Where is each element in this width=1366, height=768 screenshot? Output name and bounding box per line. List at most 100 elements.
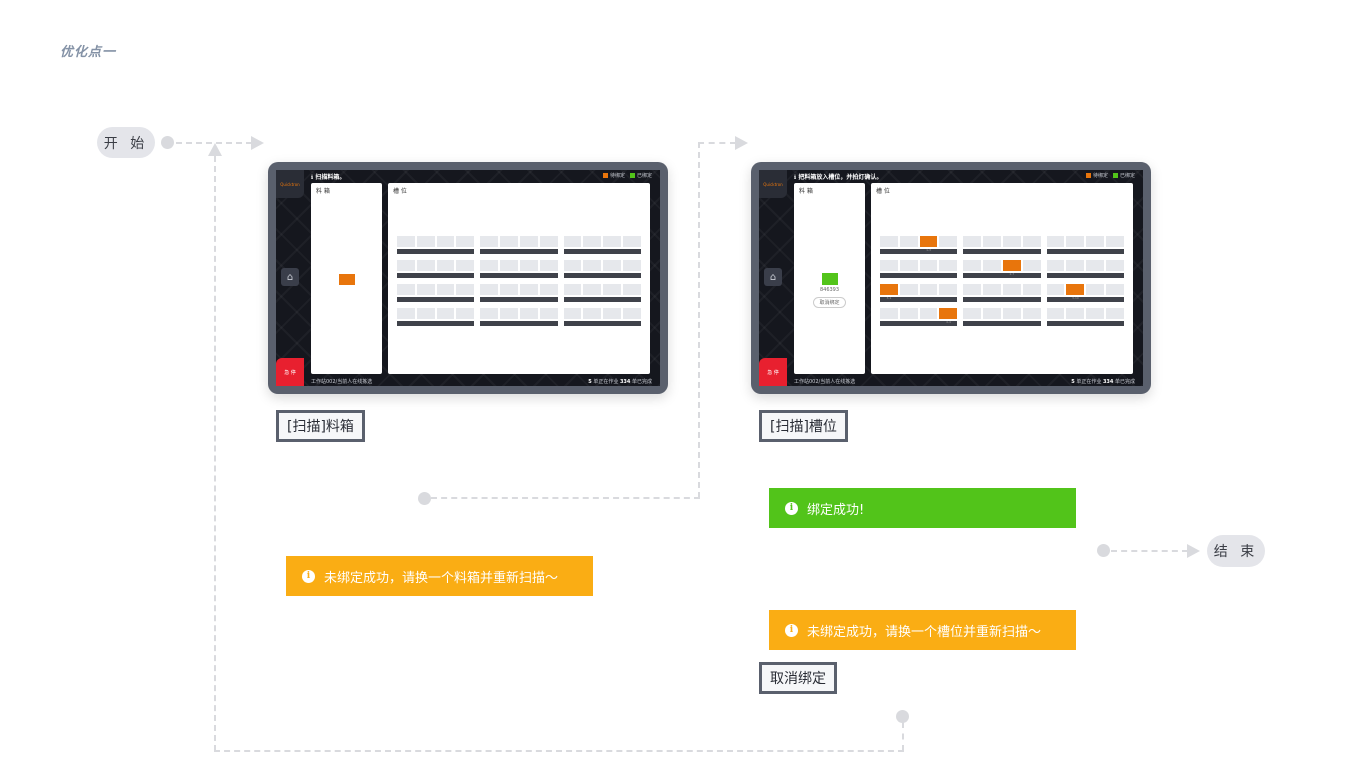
slot-cell[interactable] <box>1046 260 1065 271</box>
slot-cell[interactable] <box>563 236 582 247</box>
slot-cell[interactable] <box>623 260 641 271</box>
slot-cell[interactable] <box>456 308 475 319</box>
slot-cell[interactable] <box>623 236 641 247</box>
slot-cell[interactable] <box>983 260 1001 271</box>
slot-cell[interactable] <box>983 236 1001 247</box>
slot-cell[interactable] <box>899 260 918 271</box>
slot-cell[interactable]: 3-10 <box>1066 284 1085 300</box>
slot-cell[interactable] <box>397 308 415 319</box>
slot-cell[interactable] <box>563 308 582 319</box>
slot-cell[interactable] <box>480 284 499 295</box>
slot-cell[interactable]: 2-7 <box>1002 260 1021 276</box>
emergency-stop-button[interactable]: 急 停 <box>276 358 304 386</box>
slot-cell[interactable] <box>519 236 538 247</box>
home-icon[interactable]: ⌂ <box>281 268 299 286</box>
emergency-stop-button[interactable]: 急 停 <box>759 358 787 386</box>
slot-cell[interactable] <box>456 260 475 271</box>
slot-cell[interactable]: 1-3 <box>919 236 938 252</box>
slot-cell[interactable] <box>939 236 958 247</box>
slot-cell[interactable] <box>583 308 602 319</box>
slot-cell[interactable] <box>1106 236 1124 247</box>
slot-cell[interactable] <box>1022 284 1041 295</box>
slot-cell[interactable] <box>480 260 499 271</box>
slot-cell[interactable] <box>880 308 898 319</box>
slot-cell[interactable] <box>397 284 415 295</box>
slot-cell[interactable] <box>583 260 602 271</box>
slot-cell[interactable] <box>1046 308 1065 319</box>
slot-cell[interactable] <box>1086 260 1105 271</box>
home-icon[interactable]: ⌂ <box>764 268 782 286</box>
slot-cell[interactable] <box>500 260 518 271</box>
slot-cell[interactable] <box>1086 308 1105 319</box>
slot-cell[interactable] <box>519 308 538 319</box>
slot-cell[interactable] <box>919 260 938 271</box>
slot-cell[interactable] <box>899 236 918 247</box>
slot-cell[interactable] <box>963 236 982 247</box>
slot-cell[interactable] <box>1002 308 1021 319</box>
slot-cell[interactable] <box>1022 260 1041 271</box>
slot-cell[interactable] <box>1002 284 1021 295</box>
slot-cell[interactable] <box>397 236 415 247</box>
slot-cell[interactable] <box>1106 308 1124 319</box>
slot-cell[interactable] <box>1066 260 1085 271</box>
slot-cell[interactable] <box>1066 236 1085 247</box>
slot-cell[interactable] <box>623 284 641 295</box>
slot-cell[interactable] <box>983 308 1001 319</box>
slot-cell[interactable] <box>456 284 475 295</box>
slot-cell[interactable] <box>416 308 435 319</box>
slot-cell[interactable] <box>436 308 455 319</box>
slot-cell[interactable] <box>1066 308 1085 319</box>
slot-cell[interactable] <box>416 284 435 295</box>
slot-cell[interactable] <box>436 284 455 295</box>
slot-cell[interactable] <box>563 284 582 295</box>
slot-cell[interactable] <box>1106 284 1124 295</box>
slot-cell[interactable] <box>500 236 518 247</box>
slot-cell[interactable] <box>500 308 518 319</box>
slot-cell[interactable] <box>1022 236 1041 247</box>
slot-cell[interactable] <box>519 260 538 271</box>
slot-cell[interactable] <box>416 236 435 247</box>
slot-cell[interactable] <box>983 284 1001 295</box>
slot-cell[interactable] <box>603 236 622 247</box>
slot-cell[interactable] <box>623 308 641 319</box>
slot-cell[interactable] <box>397 260 415 271</box>
slot-cell[interactable] <box>1046 236 1065 247</box>
slot-cell[interactable] <box>1002 236 1021 247</box>
slot-cell[interactable] <box>919 308 938 319</box>
slot-cell[interactable]: 4-4 <box>939 308 958 324</box>
slot-cell[interactable] <box>480 236 499 247</box>
slot-cell[interactable] <box>480 308 499 319</box>
slot-cell[interactable] <box>539 308 558 319</box>
slot-cell[interactable] <box>563 260 582 271</box>
slot-cell[interactable] <box>500 284 518 295</box>
slot-cell[interactable] <box>963 284 982 295</box>
slot-cell[interactable] <box>603 260 622 271</box>
slot-cell[interactable] <box>416 260 435 271</box>
slot-cell[interactable] <box>539 284 558 295</box>
slot-cell[interactable] <box>436 260 455 271</box>
slot-cell[interactable] <box>603 308 622 319</box>
slot-cell[interactable] <box>1046 284 1065 295</box>
slot-cell[interactable] <box>899 308 918 319</box>
slot-cell[interactable] <box>539 260 558 271</box>
slot-cell[interactable] <box>939 284 958 295</box>
slot-cell[interactable] <box>1022 308 1041 319</box>
slot-cell[interactable] <box>919 284 938 295</box>
slot-cell[interactable] <box>1086 236 1105 247</box>
slot-cell[interactable] <box>583 284 602 295</box>
slot-cell[interactable] <box>1086 284 1105 295</box>
slot-cell[interactable] <box>963 308 982 319</box>
slot-cell[interactable] <box>456 236 475 247</box>
slot-cell[interactable] <box>436 236 455 247</box>
slot-cell[interactable]: 3-1 <box>880 284 898 300</box>
slot-cell[interactable] <box>899 284 918 295</box>
slot-cell[interactable] <box>1106 260 1124 271</box>
slot-cell[interactable] <box>603 284 622 295</box>
slot-cell[interactable] <box>963 260 982 271</box>
slot-cell[interactable] <box>519 284 538 295</box>
slot-cell[interactable] <box>539 236 558 247</box>
slot-cell[interactable] <box>583 236 602 247</box>
slot-cell[interactable] <box>880 260 898 271</box>
unbind-button-small[interactable]: 取消绑定 <box>813 297 846 308</box>
slot-cell[interactable] <box>880 236 898 247</box>
